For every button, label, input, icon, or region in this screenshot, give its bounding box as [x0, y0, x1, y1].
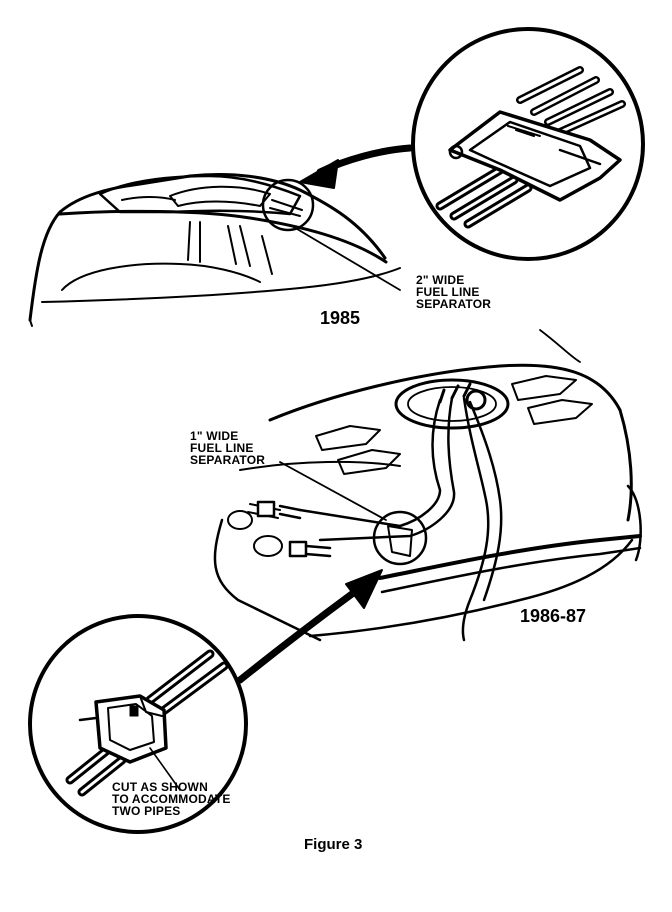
label-1in-separator: 1" WIDE FUEL LINE SEPARATOR — [190, 430, 265, 466]
label-2in-line1: 2" WIDE — [416, 273, 465, 287]
label-1in-line1: 1" WIDE — [190, 429, 239, 443]
tank-1985 — [28, 173, 401, 327]
year-1985: 1985 — [320, 308, 361, 328]
tank-1986 — [213, 329, 642, 642]
cut-note-line3: TWO PIPES — [112, 804, 181, 818]
year-1986-87: 1986-87 — [520, 606, 587, 626]
callout-arrow-1985 — [299, 144, 414, 189]
detail-circle-2in-separator — [411, 27, 645, 261]
label-cut-note: CUT AS SHOWN TO ACCOMMODATE TWO PIPES — [112, 781, 231, 817]
pipe-fittings — [247, 500, 332, 558]
label-2in-line3: SEPARATOR — [416, 297, 492, 311]
label-2in-separator: 2" WIDE FUEL LINE SEPARATOR — [416, 274, 491, 310]
cut-note-line2: TO ACCOMMODATE — [112, 792, 231, 806]
label-2in-line2: FUEL LINE — [416, 285, 480, 299]
figure-caption: Figure 3 — [304, 836, 363, 853]
label-1in-line2: FUEL LINE — [190, 441, 254, 455]
label-1in-line3: SEPARATOR — [190, 453, 266, 467]
detail-circle-1in-separator — [28, 614, 248, 834]
callout-arrow-1986 — [236, 569, 383, 684]
cut-note-line1: CUT AS SHOWN — [112, 780, 208, 794]
